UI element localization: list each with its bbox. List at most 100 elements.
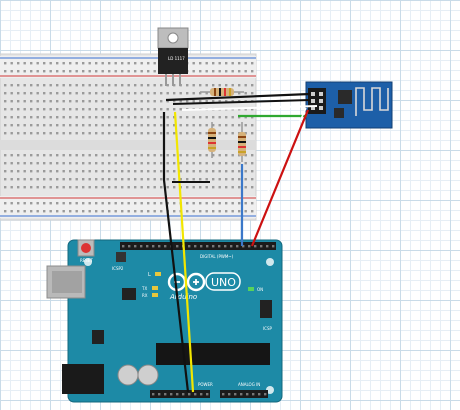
breadboard-hole: [173, 116, 176, 119]
header-pin: [158, 393, 161, 396]
breadboard-hole: [49, 132, 52, 135]
breadboard-hole: [231, 62, 234, 65]
breadboard-hole: [23, 116, 26, 119]
breadboard-hole: [62, 202, 65, 205]
breadboard-hole: [212, 84, 215, 87]
breadboard-hole: [49, 92, 52, 95]
breadboard-hole: [244, 186, 247, 189]
breadboard-hole: [108, 108, 111, 111]
breadboard-hole: [212, 116, 215, 119]
breadboard-hole: [186, 178, 189, 181]
mount-hole: [266, 258, 274, 266]
breadboard-hole: [69, 62, 72, 65]
breadboard-hole: [179, 124, 182, 127]
breadboard-hole: [108, 170, 111, 173]
breadboard-hole: [17, 154, 20, 157]
breadboard-hole: [95, 202, 98, 205]
breadboard-hole: [147, 92, 150, 95]
breadboard-hole: [95, 170, 98, 173]
breadboard-hole: [140, 62, 143, 65]
breadboard-hole: [121, 186, 124, 189]
header-pin: [246, 393, 249, 396]
breadboard-hole: [56, 108, 59, 111]
breadboard-hole: [82, 70, 85, 73]
breadboard-hole: [43, 124, 46, 127]
regulator-marking: LD 1117: [168, 56, 185, 61]
breadboard-hole: [173, 132, 176, 135]
breadboard-hole: [140, 92, 143, 95]
breadboard-hole: [212, 162, 215, 165]
breadboard-hole: [238, 70, 241, 73]
atmega-chip: [156, 343, 270, 365]
breadboard-hole: [127, 84, 130, 87]
breadboard-hole: [82, 186, 85, 189]
breadboard-hole: [95, 62, 98, 65]
header-pin: [188, 393, 191, 396]
breadboard-hole: [17, 92, 20, 95]
breadboard-hole: [199, 84, 202, 87]
reset-button-cap[interactable]: [81, 243, 91, 253]
breadboard-hole: [108, 178, 111, 181]
breadboard-hole: [62, 92, 65, 95]
breadboard-hole: [30, 162, 33, 165]
breadboard-hole: [88, 210, 91, 213]
breadboard-hole: [147, 210, 150, 213]
breadboard-hole: [36, 100, 39, 103]
breadboard-hole: [160, 116, 163, 119]
breadboard-hole: [4, 210, 7, 213]
breadboard-hole: [95, 162, 98, 165]
breadboard-hole: [36, 132, 39, 135]
breadboard-hole: [43, 62, 46, 65]
breadboard-hole: [179, 162, 182, 165]
breadboard-hole: [199, 70, 202, 73]
header-pin: [266, 245, 269, 248]
breadboard-hole: [10, 170, 13, 173]
breadboard-hole: [147, 84, 150, 87]
esp8266-module: [305, 81, 393, 129]
breadboard-hole: [231, 186, 234, 189]
breadboard-hole: [121, 162, 124, 165]
breadboard-hole: [160, 162, 163, 165]
breadboard-hole: [88, 108, 91, 111]
breadboard-hole: [108, 132, 111, 135]
header-pin: [200, 393, 203, 396]
mount-hole: [84, 258, 92, 266]
breadboard-hole: [10, 62, 13, 65]
header-pin: [146, 245, 149, 248]
header-pin: [222, 393, 225, 396]
breadboard-hole: [140, 178, 143, 181]
breadboard-hole: [56, 124, 59, 127]
breadboard-hole: [10, 186, 13, 189]
breadboard-hole: [114, 124, 117, 127]
breadboard-hole: [166, 116, 169, 119]
breadboard-hole: [95, 100, 98, 103]
breadboard-hole: [179, 100, 182, 103]
breadboard-hole: [114, 116, 117, 119]
breadboard-hole: [153, 100, 156, 103]
breadboard-hole: [153, 132, 156, 135]
breadboard-hole: [56, 178, 59, 181]
breadboard-hole: [251, 124, 254, 127]
breadboard-hole: [153, 178, 156, 181]
breadboard-hole: [121, 132, 124, 135]
header-pin: [234, 393, 237, 396]
breadboard-hole: [238, 210, 241, 213]
breadboard-hole: [121, 170, 124, 173]
breadboard-hole: [36, 124, 39, 127]
header-pin: [230, 245, 233, 248]
breadboard-hole: [30, 70, 33, 73]
breadboard-hole: [95, 116, 98, 119]
breadboard-hole: [140, 132, 143, 135]
breadboard-hole: [244, 92, 247, 95]
header-pin: [122, 245, 125, 248]
breadboard-hole: [75, 162, 78, 165]
breadboard-hole: [251, 162, 254, 165]
breadboard-hole: [192, 70, 195, 73]
breadboard-hole: [173, 108, 176, 111]
header-pin: [176, 245, 179, 248]
breadboard-hole: [179, 178, 182, 181]
breadboard-hole: [218, 62, 221, 65]
breadboard-hole: [225, 116, 228, 119]
breadboard-hole: [134, 108, 137, 111]
breadboard-hole: [43, 178, 46, 181]
